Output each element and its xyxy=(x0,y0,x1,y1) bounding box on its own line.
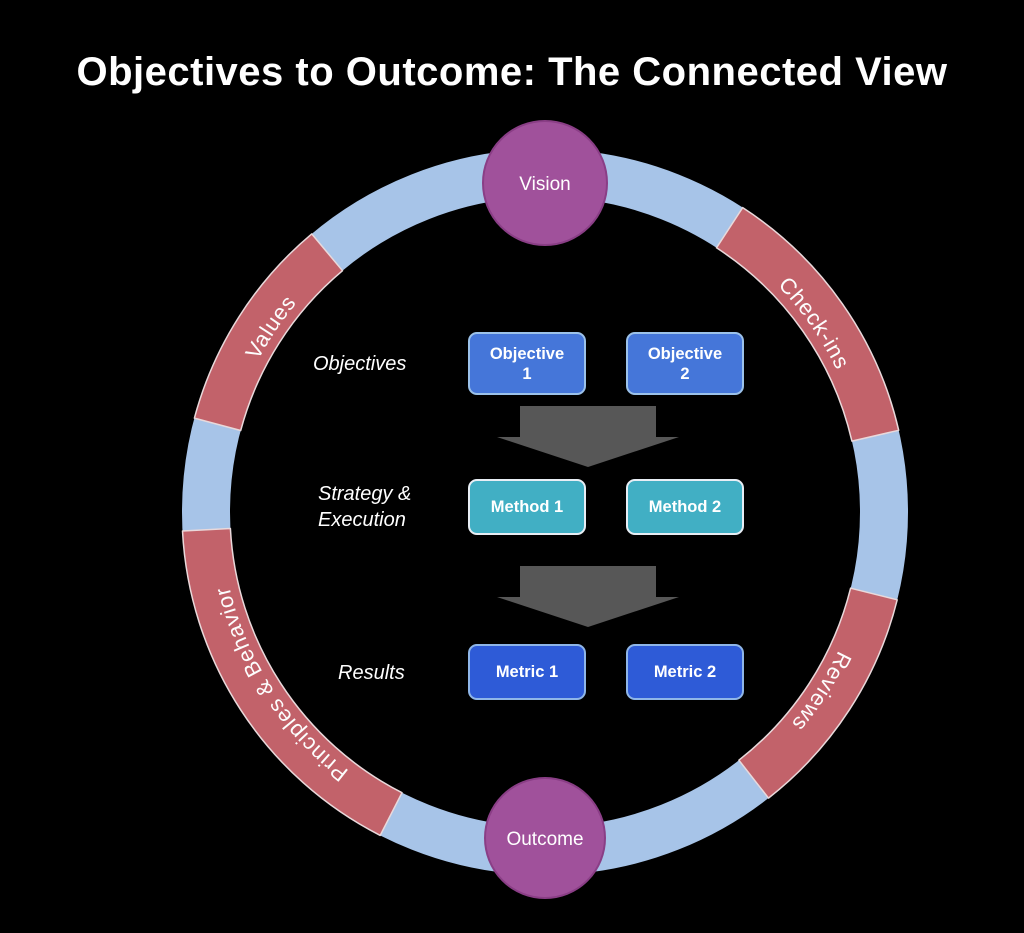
outcome-node xyxy=(484,777,606,899)
metric-1-box: Metric 1 xyxy=(468,644,586,700)
metric-2-label: Metric 2 xyxy=(653,663,717,681)
down-arrow-2 xyxy=(497,566,679,627)
row-label-results: Results xyxy=(338,662,405,684)
objective-1-box: Objective 1 xyxy=(468,332,586,395)
page-title: Objectives to Outcome: The Connected Vie… xyxy=(76,50,948,94)
method-2-label: Method 2 xyxy=(648,498,722,516)
method-1-box: Method 1 xyxy=(468,479,586,535)
vision-node xyxy=(482,120,608,246)
row-label-objectives: Objectives xyxy=(313,353,407,375)
metric-1-label: Metric 1 xyxy=(495,663,559,681)
segment-reviews xyxy=(738,587,898,799)
method-2-box: Method 2 xyxy=(626,479,744,535)
objective-2-label: Objective 2 xyxy=(647,344,723,383)
method-1-label: Method 1 xyxy=(490,498,564,516)
segment-checkins xyxy=(715,206,900,442)
segment-values xyxy=(193,233,344,432)
objective-1-label: Objective 1 xyxy=(489,344,565,383)
objective-2-box: Objective 2 xyxy=(626,332,744,395)
segment-principles xyxy=(181,527,403,837)
metric-2-box: Metric 2 xyxy=(626,644,744,700)
down-arrow-1 xyxy=(497,406,679,467)
outcome-label: Outcome xyxy=(506,829,583,850)
row-label-strategy-execution: Strategy & Execution xyxy=(318,483,412,531)
vision-label: Vision xyxy=(519,174,570,195)
